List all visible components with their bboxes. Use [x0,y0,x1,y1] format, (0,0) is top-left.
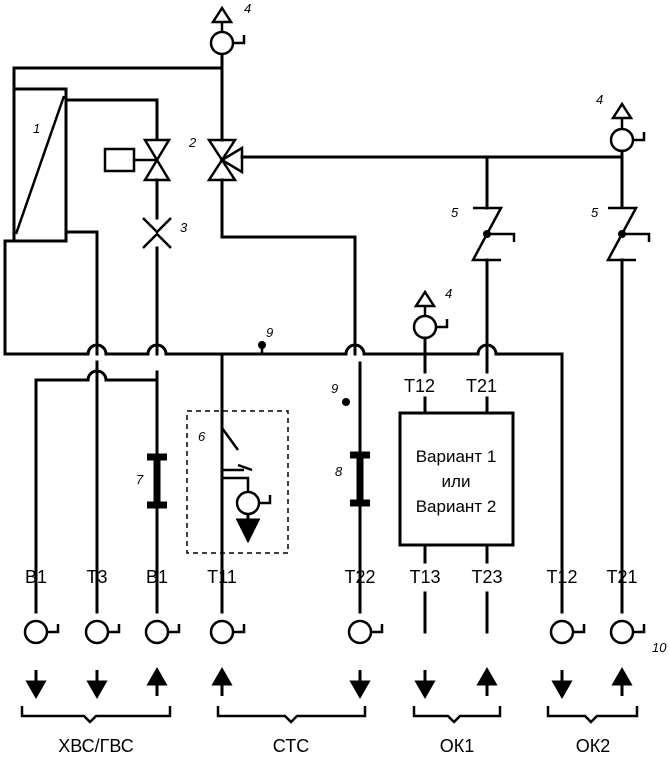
pipe-labels: B1 T3 B1 T11 T22 T13 T23 T12 T21 [25,567,638,587]
dhw-control-valve [103,138,172,182]
pipe-label-t23: T23 [471,567,502,587]
heat-exchanger-1 [12,87,68,243]
pipe-label-t21: T21 [606,567,637,587]
label-9-main: 9 [266,325,273,340]
label-4-mid: 4 [445,286,452,301]
pressure-gauge-4-right [609,127,646,153]
pipe-label-t12: T12 [546,567,577,587]
pipe-label-t13: T13 [409,567,440,587]
arrow-up-t23 [477,668,497,698]
flow-arrows [26,668,632,698]
arrow-down-b1a [26,668,46,698]
label-t12-top: T12 [404,376,435,396]
air-vent-top [210,5,234,31]
pipe-label-t3: T3 [86,567,107,587]
pressure-gauge-4-mid [412,314,449,340]
pipe-exchanger-hot [64,98,159,140]
label-1: 1 [33,121,40,136]
brace-sts [216,706,367,724]
group-label-ok2: ОК2 [576,736,611,756]
drain-arrow-6 [235,514,261,544]
flow-restrictor-3 [142,217,172,249]
arrow-down-t13 [415,668,435,698]
filter-7 [147,453,167,509]
valve-6 [220,427,253,492]
label-3: 3 [180,220,188,235]
group-label-ok1: ОК1 [440,736,475,756]
arrow-up-t11 [212,668,232,698]
brace-hvs [20,706,172,724]
sensor-9-t22 [342,398,350,406]
label-4-right: 4 [596,92,603,107]
variant-line-2: или [442,472,471,491]
label-10: 10 [652,640,667,655]
dashed-block-6 [186,410,289,554]
gauge-b1a [23,619,60,645]
brace-ok2 [546,706,639,724]
label-5-right: 5 [591,205,599,220]
gauge-t12 [549,619,586,645]
air-vent-right [610,101,634,128]
group-label-sts: СТС [273,736,309,756]
label-8: 8 [335,464,343,479]
label-9-t22: 9 [331,381,338,396]
gauge-t21 [609,619,646,645]
check-valve-5-left [470,206,516,262]
arrow-down-t22 [350,668,370,698]
pipe-label-t11: T11 [207,567,237,587]
variant-line-3: Вариант 2 [416,497,497,516]
label-4-top: 4 [244,1,251,16]
group-label-hvs: ХВС/ГВС [58,736,134,756]
arrow-down-t12 [552,668,572,698]
variant-box [398,411,515,547]
three-way-valve-2 [206,138,244,182]
label-5-left: 5 [451,205,459,220]
label-2: 2 [188,135,197,150]
bottom-gauges [23,619,646,645]
gauge-t11 [209,619,246,645]
pressure-gauge-6 [235,490,272,516]
pipe-label-t22: T22 [344,567,375,587]
variant-line-1: Вариант 1 [416,447,497,466]
gauge-t22 [347,619,384,645]
label-6: 6 [198,429,206,444]
gauge-b1b [144,619,181,645]
gauge-t3 [84,619,121,645]
pipe-top-loop [12,41,224,102]
arrow-up-t21 [612,668,632,698]
pipe-label-b1a: B1 [25,567,47,587]
pipe-return-main [86,343,564,614]
check-valve-5-right [605,206,651,262]
filter-8 [350,451,370,507]
arrow-up-b1b [147,668,167,698]
label-t21-top: T21 [466,376,497,396]
pipe-exchanger-cold [64,230,99,356]
pressure-gauge-4-top [209,30,246,56]
pipe-label-b1b: B1 [146,567,168,587]
brace-ok1 [412,706,502,724]
arrow-down-t3 [87,668,107,698]
air-vent-mid [413,289,437,315]
label-7: 7 [136,472,144,487]
pipe-exchanger-left [3,239,90,356]
group-braces [20,706,639,724]
